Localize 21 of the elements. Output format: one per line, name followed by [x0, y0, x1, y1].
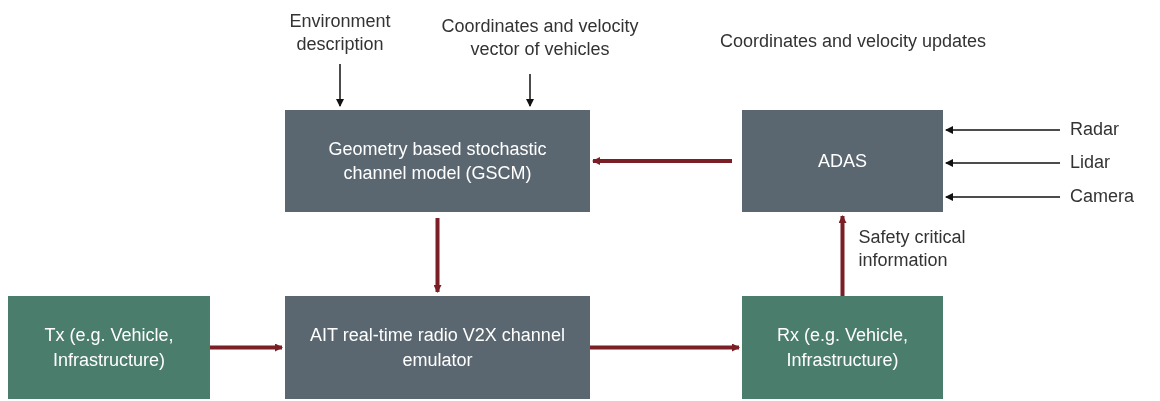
input-label: Camera [1070, 186, 1155, 208]
input-label: Coordinates and velocity vector of vehicles [420, 8, 660, 68]
arrow [838, 215, 847, 296]
arrow [336, 63, 344, 107]
note-label: Coordinates and velocity updates [718, 30, 988, 53]
process-box: ADAS [742, 110, 943, 212]
arrow [592, 157, 732, 165]
endpoint-box: Tx (e.g. Vehicle, Infrastructure) [8, 296, 210, 399]
input-label: Environment description [270, 8, 410, 58]
input-label: Lidar [1070, 152, 1150, 174]
arrow [945, 126, 1061, 134]
input-label: Radar [1070, 119, 1150, 141]
arrow [210, 343, 283, 352]
arrow [433, 218, 442, 293]
arrow [945, 193, 1061, 201]
endpoint-box: Rx (e.g. Vehicle, Infrastructure) [742, 296, 943, 399]
arrow [590, 343, 740, 352]
process-box: AIT real-time radio V2X channel emulator [285, 296, 590, 399]
process-box: Geometry based stochastic channel model (GSCM) [285, 110, 590, 212]
arrow [526, 73, 534, 107]
arrow [945, 159, 1061, 167]
